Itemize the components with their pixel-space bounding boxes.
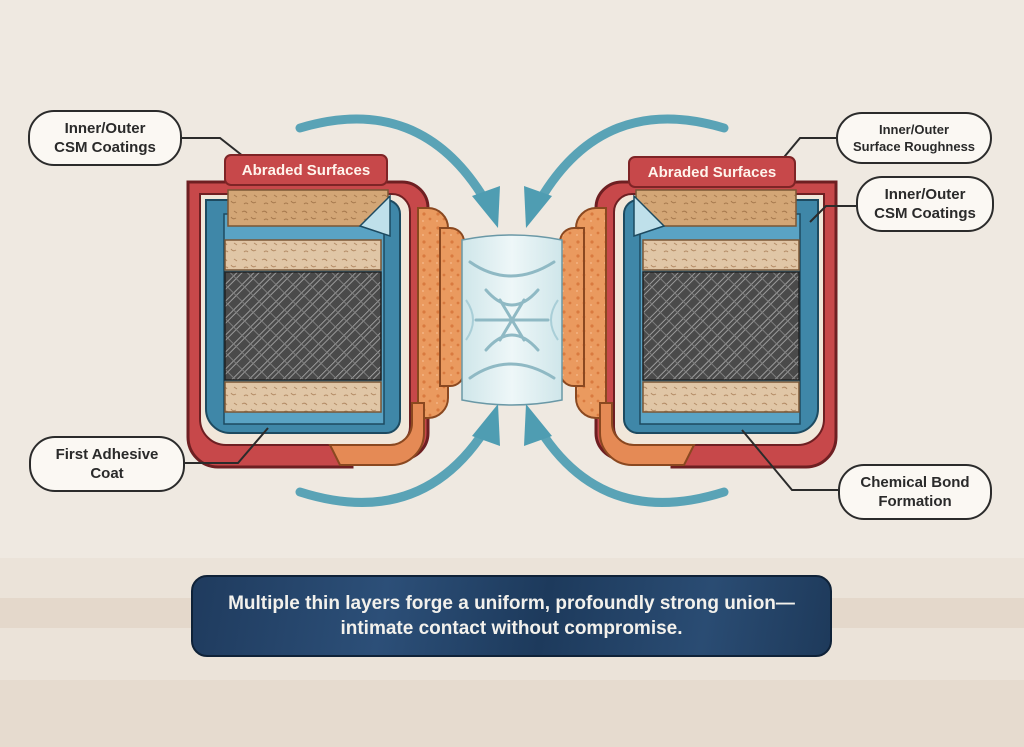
callout-line: Inner/Outer [878, 122, 950, 137]
callout-line: CSM Coatings [54, 139, 156, 156]
caption-banner: Multiple thin layers forge a uniform, pr… [191, 575, 832, 657]
callout-line: Chemical Bond [860, 474, 970, 491]
right-fabric-core [642, 271, 800, 381]
callout-line: Coat [90, 465, 124, 482]
right-tan-layer-top [642, 239, 800, 271]
callout-line: Formation [878, 493, 952, 510]
left-abraded-layer [227, 189, 389, 227]
callout-chemical-bond-formation: Chemical Bond Formation [838, 464, 992, 520]
left-laminate-block [186, 180, 465, 469]
center-bond-film [461, 234, 563, 406]
left-tan-layer-top [224, 239, 382, 271]
right-tan-layer-bottom [642, 381, 800, 413]
left-orange-base [328, 402, 425, 466]
arrowheads [472, 186, 552, 446]
arrow-top-left [295, 114, 490, 205]
left-fabric-core [224, 271, 382, 381]
callout-line: Inner/Outer [884, 186, 966, 203]
caption-line-2: intimate contact without compromise. [340, 618, 683, 639]
right-orange-base [599, 402, 696, 466]
callout-line: Inner/Outer [64, 120, 146, 137]
callout-left-csm-coatings: Inner/Outer CSM Coatings [28, 110, 182, 166]
callout-surface-roughness: Inner/Outer Surface Roughness [836, 112, 992, 164]
left-peel-corner [358, 194, 391, 238]
callout-right-csm-coatings: Inner/Outer CSM Coatings [856, 176, 994, 232]
arrow-top-right [535, 114, 729, 205]
right-laminate-block [559, 180, 838, 469]
right-peel-corner [633, 194, 666, 238]
caption-line-1: Multiple thin layers forge a uniform, pr… [228, 593, 795, 614]
leader-lines [180, 137, 856, 491]
callout-line: First Adhesive [55, 446, 159, 463]
background-band [0, 680, 1024, 747]
right-abraded-surfaces-tag: Abraded Surfaces [628, 156, 796, 188]
callout-first-adhesive-coat: First Adhesive Coat [29, 436, 185, 492]
left-orange-adhesive-inner [439, 227, 465, 387]
right-abraded-layer [635, 189, 797, 227]
right-orange-adhesive-inner [559, 227, 585, 387]
left-tan-layer-bottom [224, 381, 382, 413]
callout-line: Surface Roughness [852, 139, 976, 154]
arrow-bottom-right [535, 425, 729, 507]
arrow-bottom-left [295, 425, 490, 507]
compression-arrows [295, 114, 729, 507]
callout-line: CSM Coatings [874, 205, 976, 222]
left-abraded-surfaces-tag: Abraded Surfaces [224, 154, 388, 186]
